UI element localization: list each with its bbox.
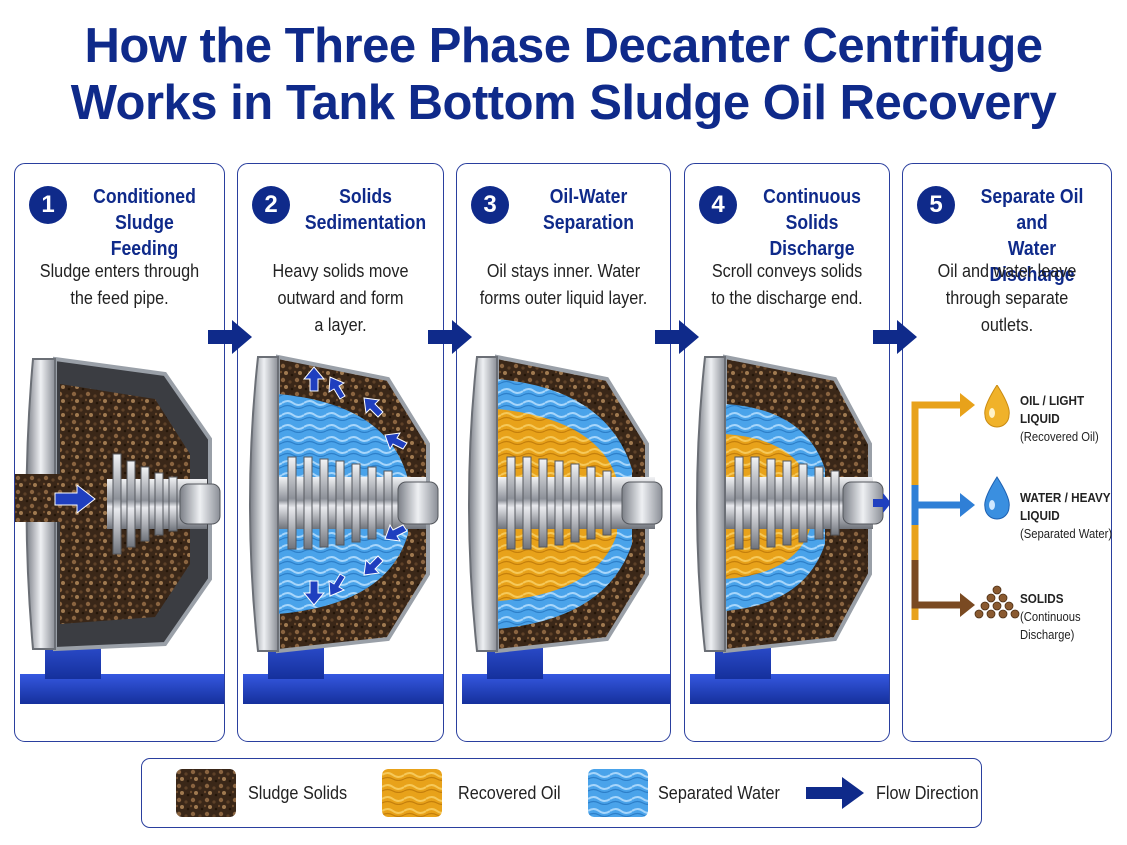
step-panel-5: 5 Separate Oil and Water Discharge Oil a… — [902, 163, 1112, 742]
title-line-1: How the Three Phase Decanter Centrifuge — [84, 19, 1043, 73]
solids-pipe — [911, 560, 965, 609]
step-number-badge: 1 — [29, 186, 67, 224]
centrifuge-oil-water-illustration — [462, 354, 670, 704]
step-number-badge: 2 — [252, 186, 290, 224]
step-header: 2 Solids Sedimentation — [252, 184, 435, 244]
flow-arrow-2-3 — [428, 320, 472, 354]
step-panel-3: 3 Oil-Water Separation Oil stays inner. … — [456, 163, 671, 742]
page-title: How the Three Phase Decanter Centrifuge … — [0, 18, 1127, 132]
step-description: Oil stays inner. Water forms outer liqui… — [479, 261, 648, 308]
legend-arrow-label: Flow Direction — [876, 783, 979, 803]
step-panel-4: 4 Continuous Solids Discharge Scroll con… — [684, 163, 890, 742]
water-drop-icon — [984, 476, 1010, 520]
legend-sludge-label: Sludge Solids — [248, 783, 348, 803]
step-header: 4 Continuous Solids Discharge — [699, 184, 881, 260]
step-description: Oil and water leave through separate out… — [937, 261, 1077, 335]
step-header: 5 Separate Oil and Water Discharge — [917, 184, 1103, 286]
step-header: 3 Oil-Water Separation — [471, 184, 662, 244]
legend: Sludge Solids Recovered Oil Separated Wa… — [141, 758, 982, 828]
centrifuge-sedimentation-illustration — [243, 354, 443, 704]
step-number-badge: 3 — [471, 186, 509, 224]
step-header: 1 Conditioned Sludge Feeding — [29, 184, 216, 260]
legend-water-label: Separated Water — [658, 783, 780, 803]
step-number-badge: 5 — [917, 186, 955, 224]
legend-oil-swatch — [382, 769, 442, 817]
oil-pipe — [911, 401, 965, 620]
step-title: Continuous Solids Discharge — [763, 186, 861, 260]
solids-pile-icon — [974, 585, 1020, 619]
step-title: Conditioned Sludge Feeding — [93, 186, 196, 260]
step-description: Sludge enters through the feed pipe. — [39, 261, 200, 308]
legend-arrow-icon — [806, 777, 864, 809]
flow-arrow-4-5 — [873, 320, 917, 354]
step-number-badge: 4 — [699, 186, 737, 224]
output-oil-label: OIL / LIGHT LIQUID (Recovered Oil) — [1020, 393, 1099, 444]
step-title: Solids Sedimentation — [304, 186, 427, 234]
legend-water-swatch — [588, 769, 648, 817]
centrifuge-solids-discharge-illustration — [690, 354, 889, 704]
step-panel-2: 2 Solids Sedimentation Heavy solids move… — [237, 163, 444, 742]
outlet-pipes — [911, 385, 1020, 620]
legend-sludge-swatch — [176, 769, 236, 817]
step-panel-1: 1 Conditioned Sludge Feeding Sludge ente… — [14, 163, 225, 742]
legend-oil-label: Recovered Oil — [458, 783, 561, 803]
centrifuge-feeding-illustration — [15, 356, 224, 704]
output-water-label: WATER / HEAVY LIQUID (Separated Water) — [1020, 490, 1113, 541]
step-description: Heavy solids move outward and form a lay… — [272, 261, 409, 335]
oil-drop-icon — [984, 385, 1010, 428]
flow-arrow-3-4 — [655, 320, 699, 354]
output-solids-label: SOLIDS (Continuous Discharge) — [1020, 591, 1081, 642]
step-description: Scroll conveys solids to the discharge e… — [711, 261, 863, 308]
step-title: Separate Oil and Water Discharge — [980, 186, 1084, 286]
title-line-2: Works in Tank Bottom Sludge Oil Recovery — [70, 76, 1057, 130]
step-title: Oil-Water Separation — [543, 186, 634, 234]
flow-arrow-1-2 — [208, 320, 252, 354]
